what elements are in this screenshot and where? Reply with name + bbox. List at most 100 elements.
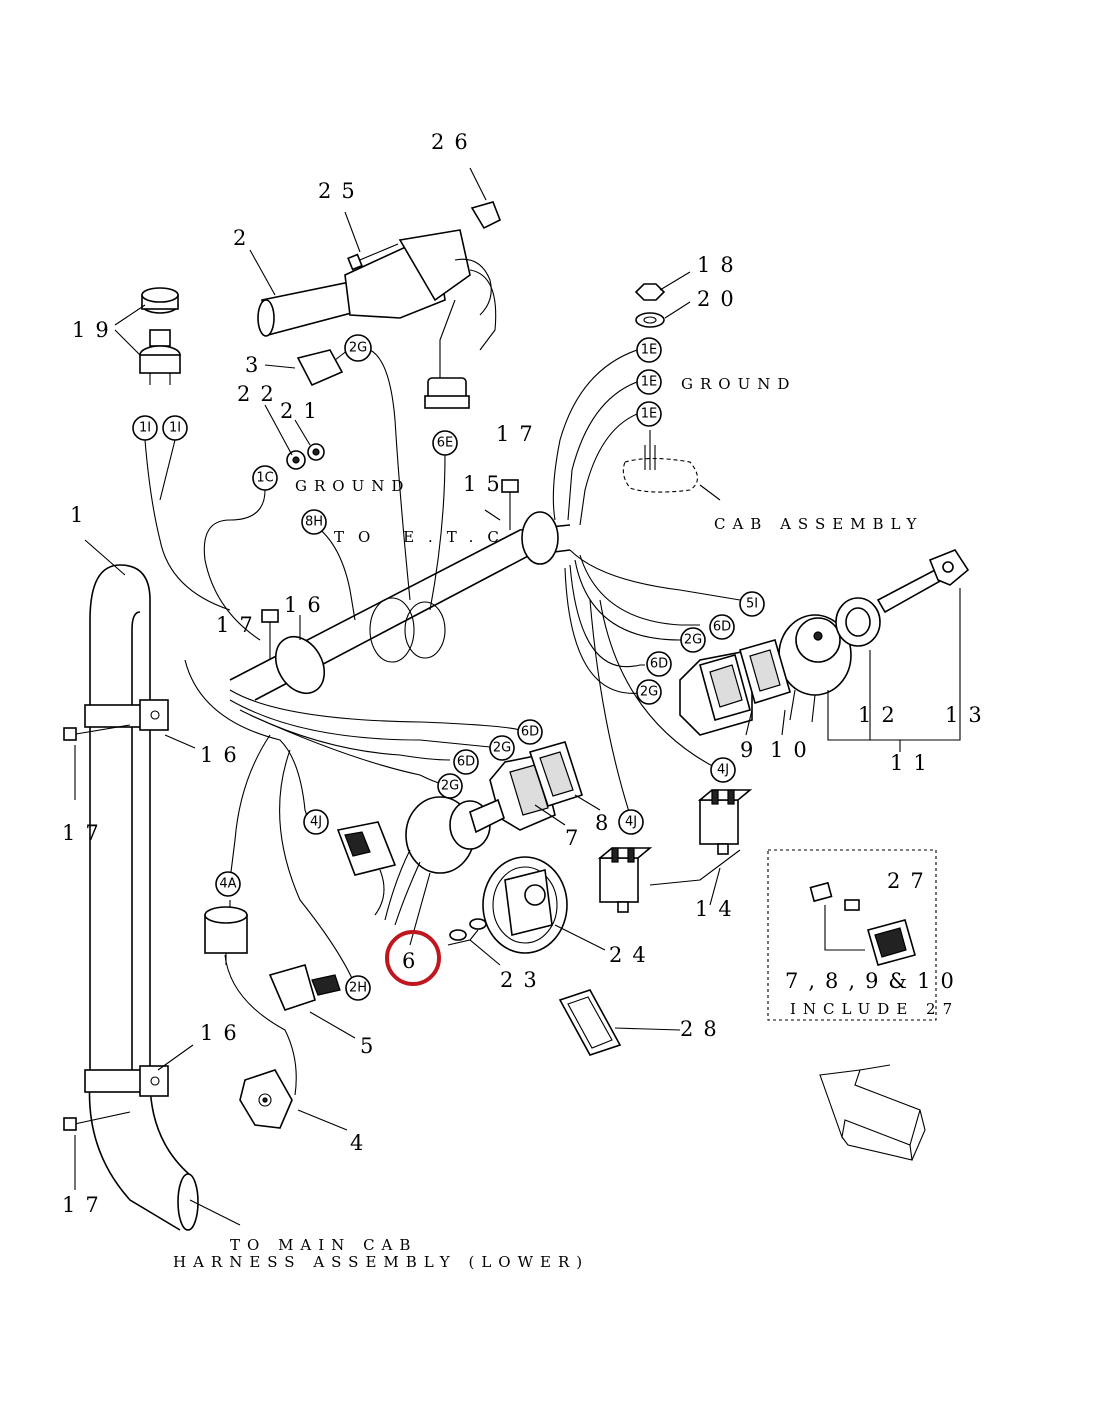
connector-label: 1E: [641, 407, 658, 422]
connector-4a: [215, 871, 241, 897]
callout-12: 12: [858, 703, 905, 727]
lower-harness-pipe: [63, 564, 199, 1231]
callout-16-upper: 16: [284, 593, 331, 617]
connector-label: 4J: [625, 815, 637, 830]
connector-2g-top: [344, 334, 372, 362]
connector-label: 1C: [256, 471, 273, 486]
highlight-circle: [385, 930, 441, 986]
ignition-switch: [778, 549, 970, 723]
connector-2g-b: [636, 679, 662, 705]
callout-21: 21: [280, 399, 327, 423]
callout-28: 28: [680, 1017, 727, 1041]
leader-lines: [74, 167, 961, 1226]
callout-23: 23: [500, 968, 547, 992]
rotary-switch: [384, 796, 505, 926]
note-to-etc: TO E.T.C: [334, 528, 513, 546]
note-cab-assembly: CAB ASSEMBLY: [714, 515, 923, 533]
note-ground-right: GROUND: [681, 375, 796, 393]
callout-3: 3: [245, 353, 268, 377]
horn-button: [139, 287, 181, 385]
callout-2: 2: [233, 226, 256, 250]
connector-4j-b: [618, 809, 644, 835]
callout-includes: 7,8,9&10: [785, 969, 964, 993]
connector-label: 1E: [641, 375, 658, 390]
connector-4j-a: [710, 757, 736, 783]
callout-17-lower: 17: [62, 1193, 109, 1217]
callout-19: 19: [72, 318, 119, 342]
relays: [597, 789, 753, 913]
flasher-unit: [296, 349, 349, 387]
connector-label: 1I: [169, 421, 181, 436]
orientation-arrow: [819, 1064, 926, 1161]
callouts: 1 2 3 4 5 6 7 8 9 10 11 12 13 14 15 16 1…: [62, 130, 992, 1217]
bulb-clips: [449, 918, 487, 941]
connector-label: 1E: [641, 343, 658, 358]
connector-8h: [301, 509, 327, 535]
upper-harness: [229, 479, 571, 701]
connector-1i-a: [132, 415, 158, 441]
connector-label: 6D: [713, 620, 731, 635]
callout-17-upper-left: 17: [216, 613, 263, 637]
fuse-holder: [268, 964, 341, 1011]
callout-10: 10: [770, 738, 817, 762]
connector-5i: [739, 591, 765, 617]
note-ground-left: GROUND: [295, 477, 410, 495]
callout-27: 27: [887, 869, 934, 893]
connector-label: 4J: [717, 763, 729, 778]
wire-runs: [144, 349, 741, 1096]
callout-7: 7: [565, 826, 588, 850]
callout-18: 18: [697, 253, 744, 277]
callout-22: 22: [237, 382, 284, 406]
callout-24: 24: [609, 943, 656, 967]
callout-14: 14: [695, 897, 742, 921]
callout-16-middle: 16: [200, 743, 247, 767]
callout-5: 5: [360, 1034, 383, 1058]
cab-stud: [622, 445, 699, 493]
connector-1e-a: [636, 337, 662, 363]
connector-2g-c: [489, 735, 515, 761]
connector-label: 6E: [437, 436, 454, 451]
connector-label: 1I: [139, 421, 151, 436]
connector-2h: [345, 975, 371, 1001]
connector-6d-d: [453, 749, 479, 775]
connector-label: 5I: [746, 597, 758, 612]
connector-label: 4J: [310, 815, 322, 830]
connector-label: 2G: [493, 741, 511, 756]
callout-8: 8: [595, 811, 618, 835]
connector-6d-a: [709, 614, 735, 640]
lens: [558, 989, 622, 1056]
screw-and-bracket: [347, 201, 502, 271]
callout-11: 11: [890, 751, 937, 775]
connector-label: 2H: [349, 981, 367, 996]
nut-and-washer: [634, 283, 666, 328]
callout-13: 13: [945, 703, 992, 727]
note-to-main-cab: TO MAIN CAB: [230, 1236, 417, 1254]
connector-label: 2G: [640, 685, 658, 700]
connector-tags: 1I 1I 1C 8H 2G 6E 1E 1E 1E 5I 6D 2G 6D 2…: [132, 334, 765, 1001]
pressure-switch: [239, 1069, 293, 1129]
ground-lugs: [286, 443, 325, 470]
connector-label: 2G: [684, 633, 702, 648]
connector-2g-d: [437, 773, 463, 799]
connector-label: 4A: [219, 877, 236, 892]
callout-25: 25: [318, 179, 365, 203]
connector-1c: [252, 465, 278, 491]
callout-17-upper-right: 17: [496, 422, 543, 446]
note-include-27: INCLUDE 27: [790, 1000, 959, 1018]
rocker-switches-7-8: [489, 741, 584, 831]
callout-9: 9: [740, 738, 763, 762]
note-harness-lower: HARNESS ASSEMBLY (LOWER): [173, 1253, 589, 1271]
rocker-switches-9-10: [679, 639, 791, 736]
callout-1: 1: [70, 503, 93, 527]
relay-block: [336, 821, 397, 916]
connector-1e-c: [636, 401, 662, 427]
connector-1e-b: [636, 369, 662, 395]
callout-17-middle: 17: [62, 821, 109, 845]
turn-signal-switch: [257, 229, 497, 409]
connector-label: 2G: [441, 779, 459, 794]
connector-6e: [432, 430, 458, 456]
connector-2g-a: [680, 627, 706, 653]
connector-label: 8H: [305, 515, 323, 530]
connector-1i-b: [162, 415, 188, 441]
